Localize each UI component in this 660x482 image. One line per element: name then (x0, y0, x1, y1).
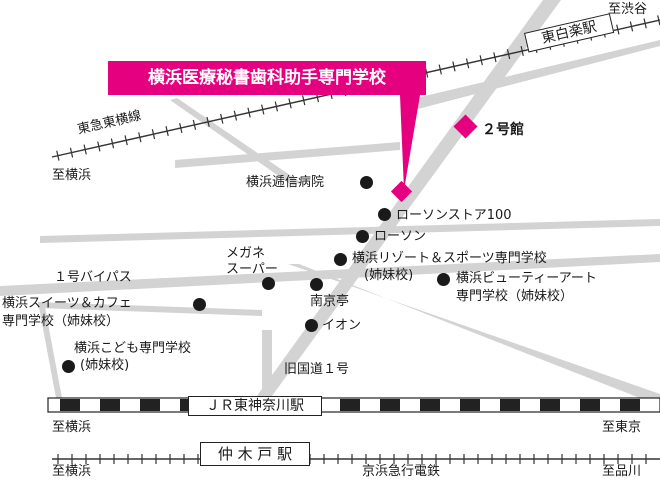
toyoko-tie (179, 122, 183, 133)
sweets-school-label-2: 専門学校（姉妹校） (2, 314, 120, 329)
toyoko-tie (616, 24, 620, 35)
lawson100-label: ローソンストア100 (396, 208, 512, 223)
road-lower-left (38, 302, 262, 316)
toyoko-tie (206, 116, 210, 127)
kodomo-school-label-2: (姉妹校) (80, 358, 130, 373)
annex-label: ２号館 (482, 122, 524, 138)
jr-track-dash (620, 399, 640, 411)
toyoko-tie (479, 55, 483, 66)
toyoko-tie (124, 135, 128, 146)
megane-super-label-1: メガネ (226, 246, 266, 261)
beauty-school-label-2: 専門学校（姉妹校） (456, 289, 574, 304)
toyoko-tie (643, 18, 647, 29)
toyoko-tie (192, 119, 197, 130)
toyoko-tie (83, 144, 87, 155)
toyoko-tie (438, 64, 442, 75)
toyoko-tie (520, 46, 524, 57)
road-upper-right-branch (408, 40, 660, 110)
lawson100-marker (378, 208, 391, 221)
beauty-school-label-1: 横浜ビューティーアート (456, 271, 597, 286)
toyoko-tie (274, 101, 279, 112)
toyoko-tie (288, 98, 292, 109)
main-diagonal-road (254, 0, 561, 400)
toyoko-tie (506, 49, 511, 60)
to-shibuya-label: 至渋谷 (608, 2, 648, 17)
jr-track-dash (580, 399, 600, 411)
toyoko-tie (465, 58, 470, 69)
jr-track-dash (140, 399, 160, 411)
toyoko-tie (69, 147, 74, 158)
lawson-marker (356, 230, 369, 243)
kodomo-school-marker (62, 360, 75, 373)
megane-super-label-2: スーパー (226, 262, 278, 277)
road-upper-horizontal (175, 142, 400, 168)
school-name-banner: 横浜医療秘書歯科助手専門学校 (108, 61, 426, 95)
jr-track-dash (500, 399, 520, 411)
aeon-label: イオン (322, 318, 362, 333)
hospital-marker (360, 176, 373, 189)
toyoko-tie (629, 21, 634, 32)
jr-to-tokyo-label: 至東京 (602, 420, 642, 435)
jr-track-dash (340, 399, 360, 411)
toyoko-tie (302, 95, 306, 106)
school-callout-pointer (400, 95, 420, 190)
road-upper-left-diag (170, 98, 300, 186)
toyoko-tie (233, 110, 238, 121)
jr-track-dash (540, 399, 560, 411)
road-mid-horizontal (40, 219, 660, 243)
road-left-spur (38, 302, 62, 398)
toyoko-tie (165, 126, 169, 137)
old-route1-label: 旧国道１号 (284, 362, 350, 377)
toyoko-tie (151, 129, 156, 140)
jr-track-dash (460, 399, 480, 411)
hospital-label: 横浜逓信病院 (246, 175, 325, 190)
keikyu-to-shinagawa-label: 至品川 (602, 464, 642, 479)
resort-school-sub-label: (姉妹校) (364, 268, 414, 283)
resort-school-label: 横浜リゾート＆スポーツ専門学校 (352, 251, 547, 266)
to-yokohama-top-label: 至横浜 (52, 168, 92, 183)
sweets-school-label-1: 横浜スイーツ＆カフェ (2, 296, 132, 311)
jr-higashi-kanagawa-station-box: ＪＲ東神奈川駅 (188, 396, 322, 416)
sweets-school-marker (193, 298, 206, 311)
jr-to-yokohama-label: 至横浜 (52, 420, 92, 435)
jr-track-dash (380, 399, 400, 411)
toyoko-tie (452, 61, 456, 72)
toyoko-tie (493, 52, 497, 63)
toyoko-tie (97, 141, 101, 152)
toyoko-tie (110, 138, 115, 149)
megane-super-marker (262, 277, 275, 290)
beauty-school-marker (437, 273, 450, 286)
kodomo-school-label-1: 横浜こども専門学校 (74, 341, 192, 356)
jr-track-dash (60, 399, 80, 411)
nankyotei-marker (310, 278, 323, 291)
toyoko-tie (247, 107, 251, 118)
road-vertical-left (262, 330, 272, 400)
lawson-label: ローソン (374, 229, 427, 244)
jr-track-dash (420, 399, 440, 411)
toyoko-tie (56, 150, 60, 161)
keikyu-to-yokohama-label: 至横浜 (52, 464, 92, 479)
toyoko-tie (138, 132, 142, 143)
aeon-marker (305, 319, 318, 332)
nankyotei-label: 南京亭 (310, 294, 350, 309)
toyoko-tie (261, 104, 265, 115)
route1-bypass-label: １号バイパス (54, 270, 132, 285)
toyoko-tie (220, 113, 224, 124)
jr-track-dash (100, 399, 120, 411)
nakakido-station-box: 仲 木 戸 駅 (200, 442, 310, 466)
resort-school-marker (334, 253, 347, 266)
road-route1-bypass (0, 254, 660, 296)
keikyu-line-label: 京浜急行電鉄 (362, 464, 441, 479)
